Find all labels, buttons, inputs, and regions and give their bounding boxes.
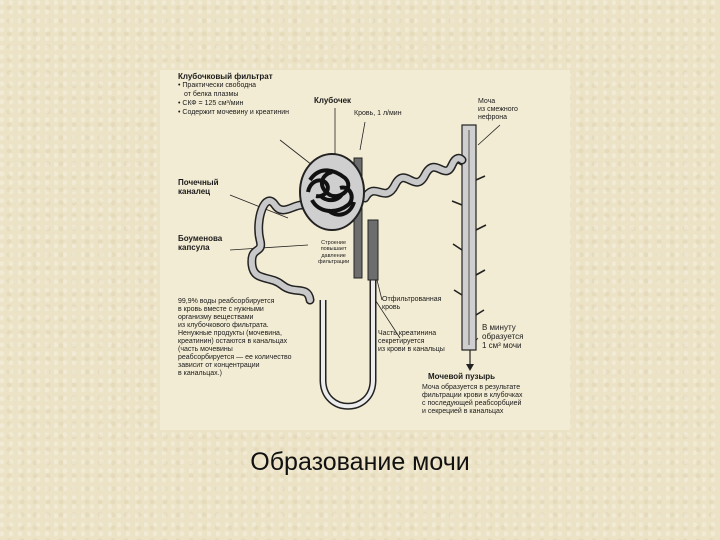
filtrate-heading: Клубочковый фильтрат (178, 72, 273, 81)
reabsorption-note: 99,9% воды реабсорбируется в кровь вмест… (178, 298, 292, 378)
filtrate-item-1: • Практически свободна (178, 82, 257, 89)
pointer-secretion (371, 294, 401, 339)
bowman-label: Боуменова капсула (178, 234, 223, 253)
nephron-diagram (229, 108, 501, 410)
neighbor-urine-label: Моча из смежного нефрона (478, 98, 518, 122)
glomerulus (306, 168, 356, 217)
creatinine-secretion-label: Часть креатинина секретируется из крови … (378, 330, 445, 354)
slide-title: Образование мочи (250, 448, 470, 476)
tubule-label: Почечный каналец (178, 178, 219, 197)
urine-formation-note: Моча образуется в результате фильтрации … (422, 384, 523, 416)
glomerulus-label: Клубочек (314, 96, 352, 105)
pressure-note: Строение повышает давление фильтрации (318, 240, 350, 265)
pointer-filtrate (279, 139, 313, 166)
pointer-neighbor (477, 124, 501, 146)
per-minute-label: В минуту образуется 1 см³ мочи (482, 323, 524, 351)
filtrate-item-3: • СКФ = 125 см³/мин (178, 100, 244, 107)
blood-flow-label: Кровь, 1 л/мин (354, 110, 402, 117)
filtered-blood-label: Отфильтрованная кровь (382, 296, 442, 312)
bladder-label: Мочевой пузырь (428, 372, 496, 381)
pointer-blood (359, 121, 366, 151)
collecting-duct (451, 124, 487, 351)
filtrate-item-4: • Содержит мочевину и креатинин (178, 109, 290, 116)
filtrate-item-2: от белка плазмы (184, 91, 239, 98)
pointer-bowman (229, 244, 309, 251)
nephron-figure: Клубочковый фильтрат • Практически свобо… (160, 70, 570, 430)
urine-flow-arrowhead (466, 364, 474, 371)
